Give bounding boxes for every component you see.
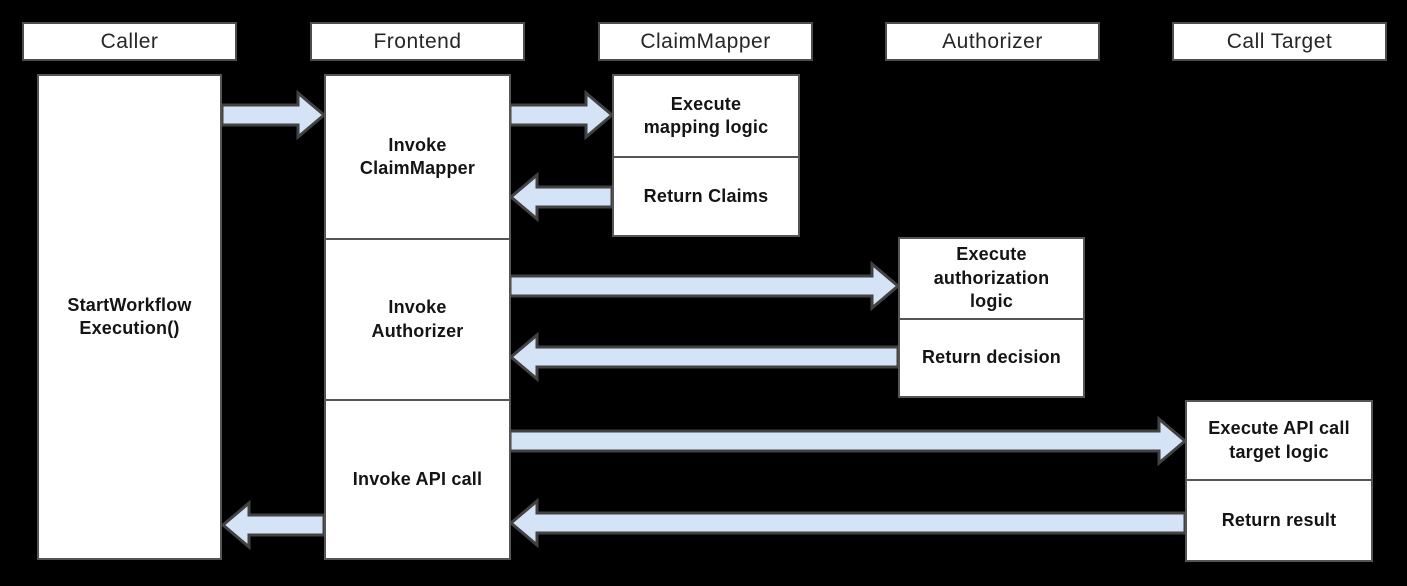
call-target-step-return-result: Return result [1187,479,1371,560]
lifeline-header-claimmapper: ClaimMapper [598,22,813,61]
claimmapper-step-return-claims: Return Claims [614,156,798,235]
frontend-step-invoke-authorizer: Invoke Authorizer [326,238,509,399]
authorizer-step-execute-authorization-logic: Execute authorization logic [933,244,1050,312]
arrow-authorizer-return [508,331,900,383]
authorizer-activation-box: Execute authorization logic Return decis… [898,237,1085,398]
caller-step-label: StartWorkflow Execution() [67,294,192,338]
call-target-step-execute-api-call-target-logic: Execute API call target logic [1208,418,1350,462]
arrow-claimmapper-return [508,171,614,223]
arrow-frontend-return-to-caller [220,499,326,551]
lifeline-header-caller: Caller [22,22,237,61]
authorizer-step-return-decision: Return decision [900,318,1083,396]
frontend-step-invoke-api-call: Invoke API call [326,399,509,558]
lifeline-header-call-target: Call Target [1172,22,1387,61]
call-target-activation-box: Execute API call target logic Return res… [1185,400,1373,562]
caller-activation-box: StartWorkflow Execution() [37,74,222,560]
arrow-frontend-to-calltarget [508,415,1188,467]
arrow-frontend-to-claimmapper [508,89,615,141]
arrow-caller-to-frontend [220,89,327,141]
claimmapper-activation-box: Execute mapping logic Return Claims [612,74,800,237]
claimmapper-step-execute-mapping-logic: Execute mapping logic [643,93,769,137]
arrow-frontend-to-authorizer [508,260,901,312]
frontend-step-invoke-claimmapper: Invoke ClaimMapper [359,134,476,178]
lifeline-header-frontend: Frontend [310,22,525,61]
lifeline-header-authorizer: Authorizer [885,22,1100,61]
frontend-activation-box: Invoke ClaimMapper Invoke Authorizer Inv… [324,74,511,560]
arrow-calltarget-return [508,497,1187,549]
